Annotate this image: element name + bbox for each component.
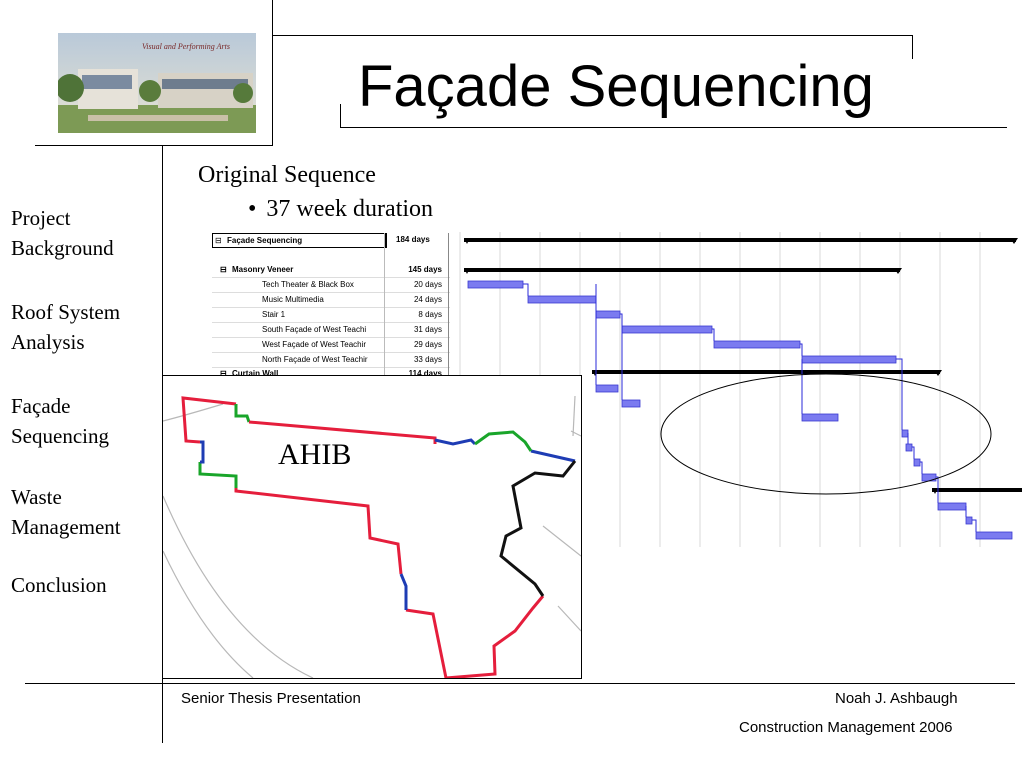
nav-item-waste-management[interactable]: Waste Management <box>11 482 121 542</box>
task-bar <box>921 473 937 482</box>
outline-red-upper <box>181 396 237 444</box>
task-bar <box>595 384 619 393</box>
slide-title: Façade Sequencing <box>358 54 874 119</box>
summary-bar-masonry <box>464 268 900 272</box>
building-outline-map <box>163 395 581 678</box>
outline-black-right <box>499 460 577 597</box>
highlight-ellipse <box>660 373 992 495</box>
table-row[interactable]: Music Multimedia 24 days <box>212 293 450 308</box>
summary-bar-curtain <box>592 370 940 374</box>
nav-item-facade-sequencing[interactable]: Façade Sequencing <box>11 391 109 451</box>
gantt-task-table: Façade Sequencing ⊟ 184 days ⊟ Masonry V… <box>212 233 450 382</box>
summary-bar-facade <box>464 238 1016 242</box>
frame-footer-rule <box>25 683 1015 684</box>
nav-line: Conclusion <box>11 573 107 597</box>
task-bar <box>595 310 621 319</box>
footer-program: Construction Management 2006 <box>739 719 953 736</box>
nav-line: Management <box>11 515 121 539</box>
frame-top-right-tick <box>912 35 913 59</box>
task-name: Stair 1 <box>262 310 286 319</box>
task-bar <box>527 295 597 304</box>
task-bar <box>937 502 967 511</box>
nav-line: Roof System <box>11 300 121 324</box>
task-name: North Façade of West Teachir <box>262 355 368 364</box>
task-duration: 145 days <box>408 265 442 274</box>
map-label-ahib: AHIB <box>278 438 352 471</box>
footer-author: Noah J. Ashbaugh <box>835 690 958 707</box>
outline-green-left <box>198 404 251 488</box>
table-row[interactable]: ⊟ Masonry Veneer 145 days <box>212 263 450 278</box>
table-row[interactable]: Tech Theater & Black Box 20 days <box>212 278 450 293</box>
frame-header-divider-left <box>35 145 273 146</box>
table-row[interactable]: North Façade of West Teachir 33 days <box>212 353 450 368</box>
task-duration: 184 days <box>396 235 430 244</box>
logo-caption: Visual and Performing Arts <box>142 42 230 51</box>
task-name: Masonry Veneer <box>232 265 294 274</box>
nav-line: Analysis <box>11 330 85 354</box>
frame-title-rule <box>340 127 1007 128</box>
outline-blue-left <box>200 440 205 464</box>
table-column-divider <box>384 233 385 381</box>
task-duration: 29 days <box>413 340 442 349</box>
task-bar <box>905 443 913 452</box>
table-row[interactable]: West Façade of West Teachir 29 days <box>212 338 450 353</box>
bullet-text: 37 week duration <box>266 196 434 222</box>
task-name: Tech Theater & Black Box <box>262 280 354 289</box>
task-duration: 33 days <box>413 355 442 364</box>
nav-line: Background <box>11 236 114 260</box>
task-bar <box>801 355 897 364</box>
collapse-icon[interactable]: ⊟ <box>220 265 227 274</box>
building-rendering-logo: Visual and Performing Arts <box>58 33 256 133</box>
task-name: West Façade of West Teachir <box>262 340 367 349</box>
task-duration: 114 days <box>408 369 442 378</box>
task-bar <box>801 413 839 422</box>
content-heading: Original Sequence <box>198 162 376 188</box>
frame-title-left-tick <box>340 104 341 128</box>
nav-line: Sequencing <box>11 424 109 448</box>
task-bar <box>467 280 524 289</box>
task-name: South Façade of West Teachi <box>262 325 367 334</box>
task-bar <box>965 516 973 525</box>
task-duration: 24 days <box>413 295 442 304</box>
collapse-icon[interactable]: ⊟ <box>215 236 222 245</box>
footer-left-text: Senior Thesis Presentation <box>181 690 361 707</box>
gantt-summary-bars <box>464 238 1022 494</box>
outline-green-right <box>474 430 533 452</box>
frame-top-rule <box>272 35 913 36</box>
task-name: Façade Sequencing <box>227 236 303 245</box>
task-name: Music Multimedia <box>262 295 324 304</box>
table-row[interactable]: South Façade of West Teachi 31 days <box>212 323 450 338</box>
nav-item-project-background[interactable]: Project Background <box>11 203 114 263</box>
nav-line: Façade <box>11 394 71 418</box>
task-duration: 8 days <box>418 310 442 319</box>
table-row[interactable]: Stair 1 8 days <box>212 308 450 323</box>
outline-blue-right <box>399 438 576 610</box>
task-bar <box>913 458 921 467</box>
collapse-icon[interactable]: ⊟ <box>220 369 227 378</box>
nav-item-conclusion[interactable]: Conclusion <box>11 570 107 600</box>
outline-red-main <box>234 420 545 678</box>
gantt-dependency-lines <box>523 283 977 532</box>
summary-bar-lower <box>932 488 1022 492</box>
content-bullet: • 37 week duration <box>248 196 433 223</box>
frame-top-left-vertical <box>272 0 273 145</box>
table-row[interactable]: Façade Sequencing <box>212 233 387 248</box>
bullet-dot: • <box>248 196 257 222</box>
nav-line: Project <box>11 206 71 230</box>
task-duration: 20 days <box>413 280 442 289</box>
site-plan-inset: AHIB <box>162 375 582 679</box>
task-duration: 31 days <box>413 325 442 334</box>
task-bar <box>901 429 909 438</box>
nav-item-roof-system-analysis[interactable]: Roof System Analysis <box>11 297 120 357</box>
task-bar <box>975 531 1013 540</box>
task-bar <box>621 399 641 408</box>
nav-line: Waste <box>11 485 62 509</box>
task-bar <box>713 340 801 349</box>
task-name: Curtain Wall <box>232 369 279 378</box>
task-bar <box>621 325 713 334</box>
table-right-border <box>448 233 449 381</box>
